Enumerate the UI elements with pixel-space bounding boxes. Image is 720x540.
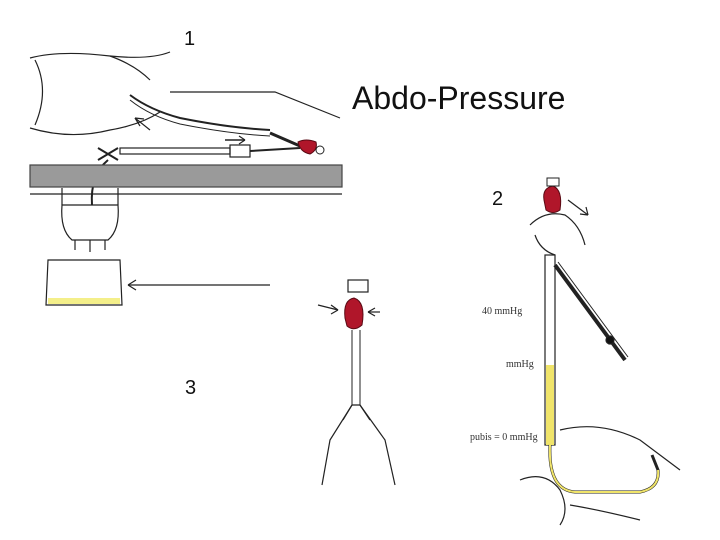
panel-1-number: 1 [184, 28, 196, 50]
scale-label-middle: mmHg [506, 359, 534, 370]
clamp-panel-2 [543, 177, 562, 213]
slide-title: Abdo-Pressure [352, 80, 566, 116]
panel-3-number: 3 [185, 377, 197, 399]
panel-1-illustration [29, 51, 343, 306]
clamp-panel-1 [297, 139, 325, 155]
scale-label-zero: pubis = 0 mmHg [470, 432, 538, 443]
panel-2-illustration [519, 199, 681, 526]
panel-2-number: 2 [492, 188, 504, 210]
scale-label-upper: 40 mmHg [482, 306, 523, 317]
panel-3-illustration [317, 279, 396, 486]
clamp-panel-3 [344, 297, 364, 330]
